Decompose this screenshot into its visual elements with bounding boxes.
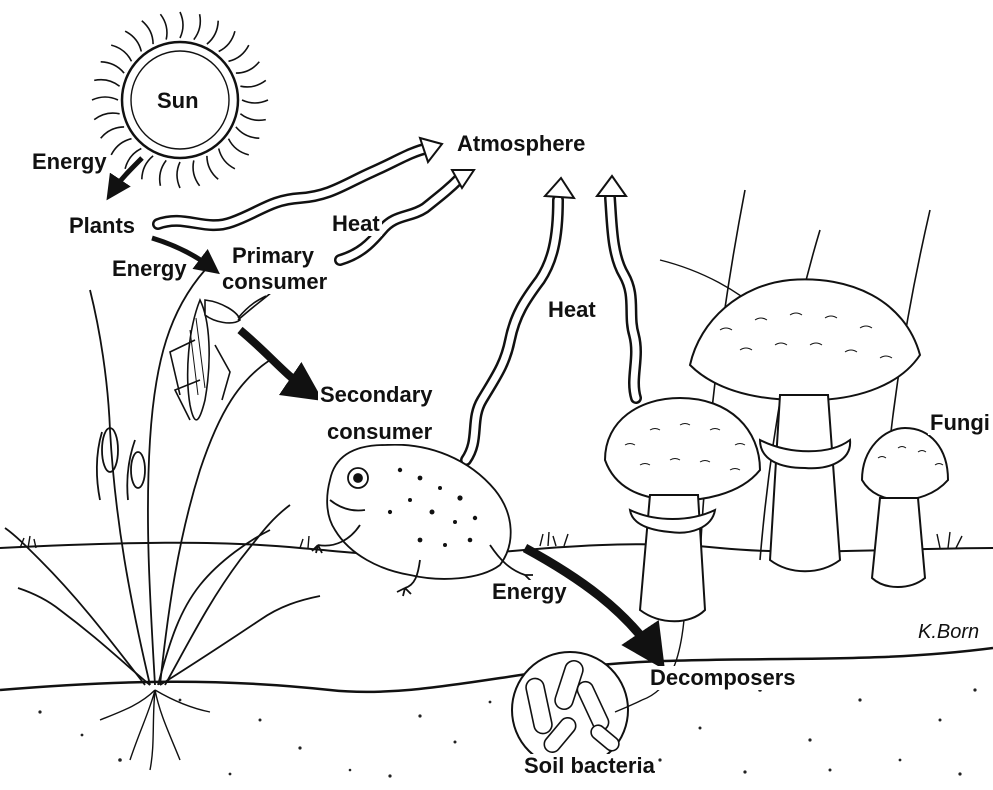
energy-arrow-primary-to-secondary (240, 330, 310, 392)
sun-ray (177, 162, 180, 188)
sun-ray (160, 14, 167, 39)
artist-signature: K.Born (918, 621, 979, 643)
heat-label-primary: Heat (330, 212, 382, 236)
sun-ray (111, 139, 131, 155)
sun-ray (194, 14, 201, 39)
energy-label-decomposers: Energy (490, 580, 569, 604)
energy-label-sun: Energy (30, 150, 109, 174)
sun-ray (125, 31, 141, 51)
sun-ray (242, 100, 268, 103)
sun-ray (229, 139, 249, 155)
sun-ray (236, 127, 259, 138)
sun-ray (236, 62, 259, 73)
sun-ray (101, 127, 124, 138)
sun-ray (160, 160, 167, 185)
atmosphere-label: Atmosphere (455, 132, 587, 156)
plants-label: Plants (67, 214, 137, 238)
sun-ray (229, 45, 249, 61)
sun-ray (92, 97, 118, 100)
sun-ray (142, 156, 153, 179)
grasshopper-illustration (170, 292, 272, 420)
sun-ray (240, 114, 265, 121)
sun-ray (207, 156, 218, 179)
energy-label-plants: Energy (110, 257, 189, 281)
toad-illustration (312, 445, 533, 596)
soil-bacteria-label: Soil bacteria (522, 754, 657, 778)
sun-ray (101, 62, 124, 73)
soil-bacteria-illustration (512, 652, 628, 768)
primary-consumer-label-line2: consumer (220, 270, 329, 294)
sun-ray (142, 21, 153, 44)
sun-ray (219, 149, 235, 169)
sun-ray (180, 12, 183, 38)
mushrooms-illustration (605, 190, 948, 621)
soil-line (0, 648, 993, 692)
sun-ray (111, 45, 131, 61)
plant-illustration (5, 270, 320, 770)
heat-label-secondary: Heat (546, 298, 598, 322)
sun-label: Sun (155, 89, 201, 113)
fungi-label: Fungi (928, 411, 992, 435)
sun-ray (207, 21, 218, 44)
sun-ray (219, 31, 235, 51)
primary-consumer-label-line1: Primary (230, 244, 316, 268)
secondary-consumer-label-line1: Secondary (318, 383, 435, 407)
sun-ray (240, 80, 265, 87)
sun-ray (193, 160, 200, 185)
sun-ray (94, 80, 119, 87)
secondary-consumer-label-line2: consumer (325, 420, 434, 444)
sun-ray (94, 113, 119, 120)
decomposers-label: Decomposers (648, 666, 798, 690)
